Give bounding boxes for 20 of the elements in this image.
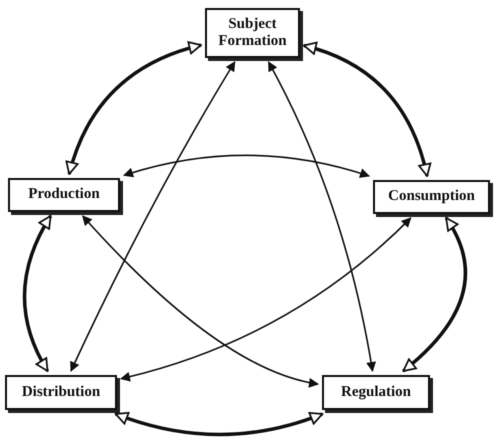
double-arrow	[268, 61, 376, 372]
double-arrow	[402, 217, 468, 372]
concept-box	[373, 180, 490, 214]
double-arrow	[82, 215, 319, 388]
box-label: Distribution	[22, 384, 100, 402]
box-label: Subject Formation	[217, 16, 288, 50]
double-arrow	[66, 42, 202, 175]
double-arrow	[70, 61, 236, 372]
concept-box	[8, 178, 120, 212]
box-label: Regulation	[340, 384, 411, 402]
concept-box	[322, 375, 430, 410]
box-label: Production	[28, 186, 100, 204]
double-arrow	[123, 154, 370, 178]
concept-box	[5, 375, 117, 410]
double-arrow	[303, 42, 431, 177]
double-arrow	[120, 217, 412, 382]
double-arrow	[22, 215, 52, 372]
concept-box	[205, 8, 300, 58]
box-label: Consumption	[388, 188, 475, 206]
double-arrow	[114, 412, 324, 436]
